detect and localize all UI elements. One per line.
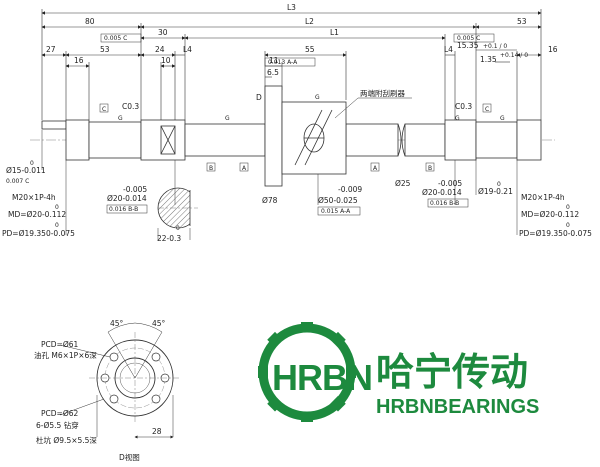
dia15: Ø15-0.011	[6, 166, 46, 175]
key-upper: 0	[176, 225, 180, 232]
view-title: D视图	[119, 452, 140, 462]
dim-L4-left: L4	[183, 45, 192, 54]
pcd61: PCD=Ø61	[41, 340, 78, 349]
key-dim: 22-0.3	[157, 234, 181, 243]
dim-24: 24	[155, 45, 165, 54]
grind-mark-nut: G	[315, 94, 320, 101]
dim-80: 80	[85, 17, 95, 26]
dim-11: 11	[269, 56, 279, 65]
runout-left-bb: 0.016 B-B	[109, 206, 138, 213]
right-end-labels: M20×1P-4h 0 MD=Ø20-0.112 0 PD=Ø19.350-0.…	[516, 160, 592, 238]
dimension-lines	[41, 9, 542, 120]
pd-right-upper: 0	[566, 222, 570, 229]
brand-logo: HRBN 哈宁传动 HRBNBEARINGS	[258, 322, 539, 422]
tol-frame-left: 0.005 C	[104, 35, 127, 42]
chamfer-left: C0.3	[122, 102, 139, 111]
counterbore: 杜坑 Ø9.5×5.5深	[36, 435, 97, 445]
chamfer-right: C0.3	[455, 102, 472, 111]
d19: Ø19-0.21	[478, 187, 513, 196]
label-D: D	[256, 93, 262, 102]
grind-mark-end: G	[500, 115, 505, 122]
d19-upper: 0	[497, 181, 501, 188]
datum-B-2: B	[428, 165, 432, 172]
grind-mark-center: G	[225, 115, 230, 122]
d25: Ø25	[395, 179, 411, 188]
runout-right-bb: 0.016 B-B	[430, 200, 459, 207]
dim-6-5: 6.5	[267, 68, 279, 77]
d20-left-upper: -0.005	[123, 185, 147, 194]
dim-30: 30	[158, 28, 168, 37]
runout-nut: 0.015 A-A	[321, 208, 351, 215]
d78: Ø78	[262, 196, 278, 205]
d50-upper: -0.009	[338, 185, 362, 194]
md-right-upper: 0	[566, 204, 570, 211]
tol-1-35: +0.14 / 0	[500, 52, 528, 59]
dim-L1: L1	[330, 28, 339, 37]
dim-L2: L2	[305, 17, 314, 26]
datum-C-left: C	[102, 106, 106, 113]
brand-name-cn: 哈宁传动	[376, 352, 528, 394]
angle-right: 45°	[152, 319, 166, 328]
flange-end-view	[59, 322, 181, 439]
key-section: 0 22-0.3	[157, 187, 202, 243]
pd-right: PD=Ø19.350-0.075	[519, 229, 592, 238]
md-left-upper: 0	[55, 204, 59, 211]
dim-L3: L3	[287, 3, 296, 12]
grind-mark-right: G	[455, 115, 460, 122]
wiper-note: 两端附刮刷器	[360, 88, 405, 98]
d20-right: Ø20-0.014	[422, 188, 462, 197]
left-end-labels: 0 Ø15-0.011 0.007 C M20×1P-4h 0 MD=Ø20-0…	[2, 130, 75, 238]
pd-left-upper: 0	[55, 222, 59, 229]
md-left: MD=Ø20-0.112	[8, 210, 66, 219]
dim-28: 28	[152, 427, 162, 436]
tol-15-35: +0.1 / 0	[483, 43, 507, 50]
dim-16-left: 16	[74, 56, 84, 65]
dim-53-right: 53	[517, 17, 527, 26]
tol-frame-right: 0.005 C	[457, 35, 480, 42]
datum-A-1: A	[242, 165, 247, 172]
flange-view-labels: 45° 45° PCD=Ø61 油孔 M6×1P×6深 PCD=Ø62 6-Ø5…	[34, 319, 166, 462]
thread-right: M20×1P-4h	[521, 193, 565, 202]
thread-left: M20×1P-4h	[12, 193, 56, 202]
center-dimension-labels: -0.005 Ø20-0.014 0.016 B-B Ø78 -0.009 Ø5…	[106, 158, 513, 216]
d50: Ø50-0.025	[318, 196, 358, 205]
gear-icon	[258, 322, 356, 422]
ball-screw-shaft	[30, 85, 555, 187]
dim-55: 55	[305, 45, 315, 54]
datum-A-2: A	[373, 165, 378, 172]
md-right: MD=Ø20-0.112	[521, 210, 579, 219]
pd-left: PD=Ø19.350-0.075	[2, 229, 75, 238]
tolerance-frames: 0.005 C 0.005 C 0.013 A-A	[100, 33, 495, 67]
shaft-annotations: D C C C0.3 C0.3 G G G G G 两端附刮刷器	[99, 88, 505, 122]
drill-holes: 6-Ø5.5 钻穿	[36, 420, 79, 430]
top-dimension-labels: L3 80 L2 53 30 L1 27 53 24 L4 L4 16 16 1…	[46, 3, 558, 77]
dia15-upper: 0	[30, 160, 34, 167]
oil-hole: 油孔 M6×1P×6深	[34, 350, 97, 360]
logo-text: HRBN	[272, 357, 372, 398]
datum-markers	[206, 162, 435, 172]
d20-right-upper: -0.005	[438, 179, 462, 188]
d20-left: Ø20-0.014	[107, 194, 147, 203]
pcd62: PCD=Ø62	[41, 409, 78, 418]
dim-L4-right: L4	[444, 45, 453, 54]
grind-mark-left: G	[118, 115, 123, 122]
dim-27: 27	[46, 45, 56, 54]
dim-16-right: 16	[548, 45, 558, 54]
dim-53-left: 53	[100, 45, 110, 54]
runout-left: 0.007 C	[6, 178, 29, 185]
dim-15-35: 15.35	[457, 41, 479, 50]
tol-frame-flange: 0.013 A-A	[268, 59, 298, 66]
dim-1-35: 1.35	[480, 55, 497, 64]
dim-10: 10	[161, 56, 171, 65]
datum-C-right: C	[485, 106, 489, 113]
brand-name-en: HRBNBEARINGS	[376, 396, 539, 418]
datum-B-1: B	[209, 165, 213, 172]
angle-left: 45°	[110, 319, 124, 328]
